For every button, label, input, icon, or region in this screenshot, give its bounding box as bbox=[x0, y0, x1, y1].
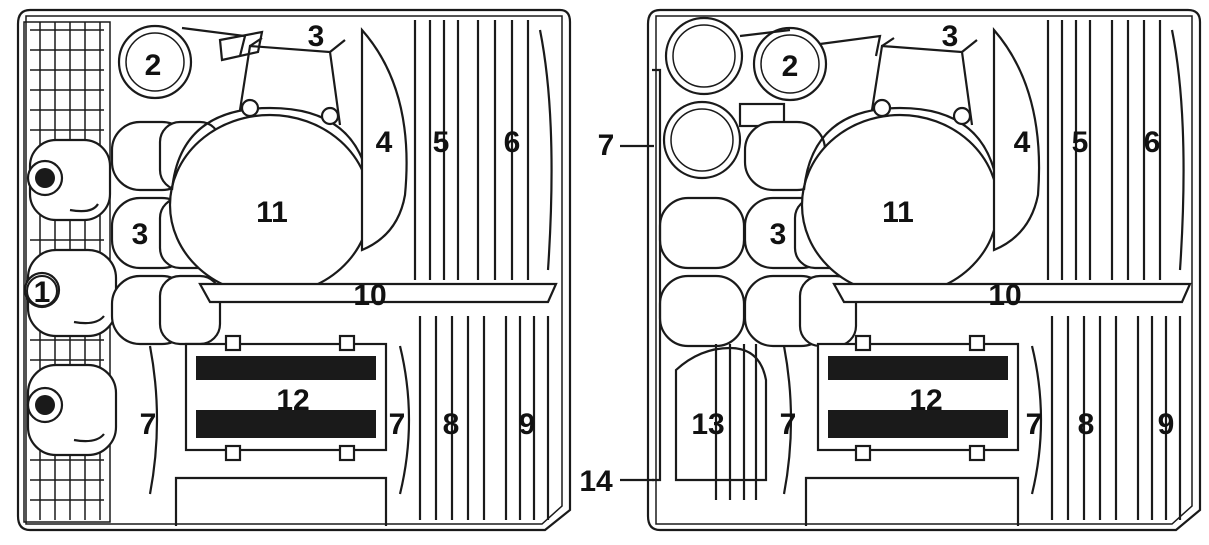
cutlery-tray bbox=[816, 334, 1020, 462]
callout-label: 14 bbox=[579, 465, 613, 498]
item-labels: 1 2 3 3 4 5 6 7 7 8 9 10 11 12 bbox=[26, 20, 536, 441]
plate-group bbox=[413, 20, 553, 280]
plate bbox=[1030, 345, 1043, 495]
item-label: 5 bbox=[1072, 126, 1089, 159]
item-label: 7 bbox=[140, 408, 157, 441]
item-label: 8 bbox=[1078, 408, 1095, 441]
item-label: 6 bbox=[504, 126, 521, 159]
plate-group bbox=[418, 316, 550, 520]
item-labels: 2 3 3 4 5 6 7 7 8 9 10 11 12 13 7 14 bbox=[579, 20, 1174, 498]
cup bbox=[739, 26, 882, 102]
rack-frame bbox=[16, 8, 572, 532]
cup bbox=[658, 274, 858, 348]
item-label: 8 bbox=[443, 408, 460, 441]
right-panel: 2 3 3 4 5 6 7 7 8 9 10 11 12 13 7 14 bbox=[579, 8, 1202, 532]
item-label: 11 bbox=[882, 196, 914, 229]
item-label: 10 bbox=[988, 279, 1021, 312]
item-label: 4 bbox=[1014, 126, 1031, 159]
item-label: 3 bbox=[132, 218, 149, 251]
item-label: 4 bbox=[376, 126, 393, 159]
callout-label: 7 bbox=[598, 129, 615, 162]
item-label: 6 bbox=[1144, 126, 1161, 159]
item-label: 7 bbox=[780, 408, 797, 441]
item-label: 2 bbox=[145, 49, 162, 82]
item-label: 7 bbox=[389, 408, 406, 441]
bowl bbox=[992, 27, 1041, 252]
cutlery-tray bbox=[184, 334, 388, 462]
plate bbox=[782, 345, 793, 495]
item-label: 3 bbox=[770, 218, 787, 251]
item-label: 12 bbox=[276, 384, 309, 417]
item-label: 10 bbox=[353, 279, 386, 312]
item-label: 13 bbox=[691, 408, 724, 441]
rack-rail bbox=[804, 476, 1020, 526]
long-dish bbox=[198, 282, 558, 304]
plate bbox=[398, 345, 411, 495]
rack-rail bbox=[174, 476, 388, 526]
item-label: 9 bbox=[519, 408, 536, 441]
bowl bbox=[360, 27, 408, 252]
item-label: 3 bbox=[308, 20, 325, 53]
pot bbox=[168, 37, 372, 297]
item-label: 3 bbox=[942, 20, 959, 53]
mug bbox=[26, 138, 112, 222]
rack-inner-frame bbox=[655, 15, 1193, 525]
side-rail bbox=[652, 68, 662, 482]
plate-group bbox=[1046, 20, 1185, 280]
pot bbox=[800, 37, 1000, 297]
cup bbox=[117, 24, 247, 100]
plate-group bbox=[1050, 316, 1182, 520]
item-label: 7 bbox=[1026, 408, 1043, 441]
item-label: 2 bbox=[782, 50, 799, 83]
cup-handle bbox=[218, 30, 264, 62]
pan bbox=[674, 344, 768, 500]
cup bbox=[664, 16, 744, 96]
item-label: 9 bbox=[1158, 408, 1175, 441]
item-label: 12 bbox=[909, 384, 942, 417]
rack-frame bbox=[646, 8, 1202, 532]
long-dish bbox=[832, 282, 1192, 304]
mug bbox=[26, 363, 118, 457]
item-label: 11 bbox=[256, 196, 288, 229]
cup bbox=[662, 100, 786, 180]
item-label: 1 bbox=[34, 276, 51, 309]
rack-inner-frame bbox=[25, 15, 563, 525]
left-panel: 1 2 3 3 4 5 6 7 7 8 9 10 11 12 bbox=[16, 8, 572, 532]
item-label: 5 bbox=[433, 126, 450, 159]
plate bbox=[148, 345, 159, 495]
